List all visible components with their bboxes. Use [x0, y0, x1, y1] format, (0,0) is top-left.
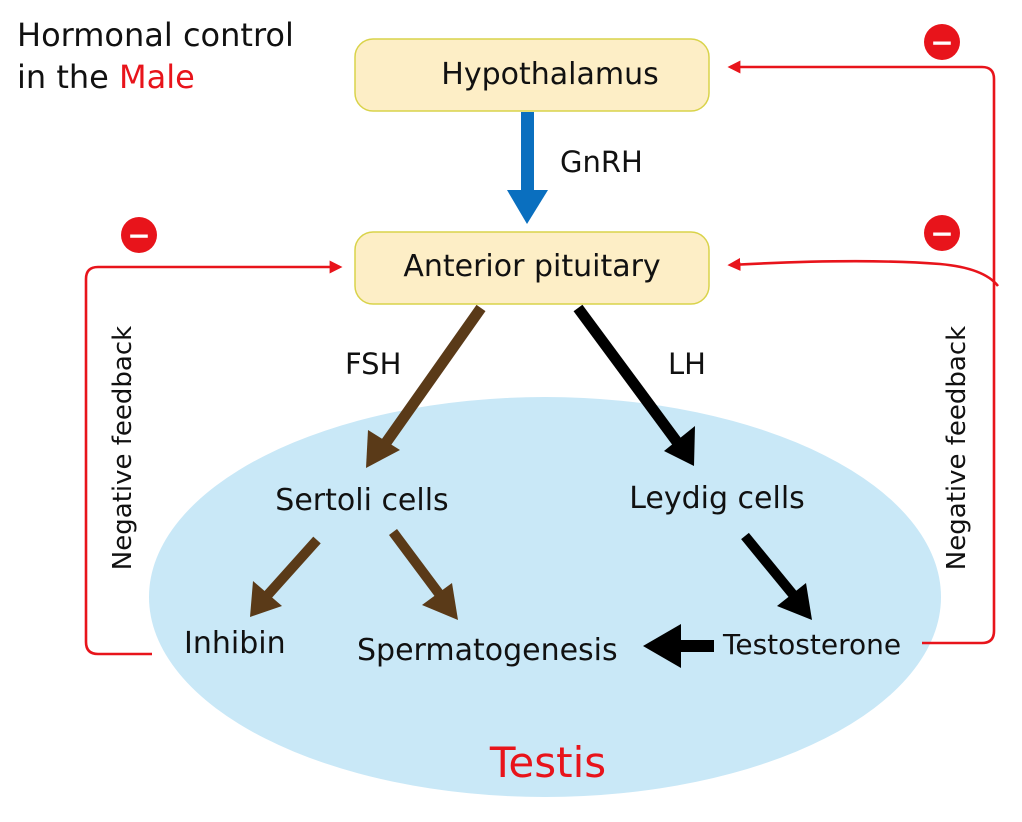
- sertoli-cells-label: Sertoli cells: [275, 483, 448, 518]
- sertoli-to-inhibin-arrow: [250, 536, 321, 617]
- lh-arrow: [573, 304, 695, 466]
- hypothalamus-label: Hypothalamus: [441, 57, 658, 92]
- gnrh-arrow: [507, 112, 548, 224]
- right-feedback-line-pituitary: [727, 257, 1000, 287]
- leydig-cells-label: Leydig cells: [629, 481, 805, 516]
- fsh-label: FSH: [345, 347, 401, 381]
- title-line-2-prefix: in the: [17, 58, 119, 96]
- testosterone-label: Testosterone: [722, 628, 901, 661]
- mid-right-minus-symbol: −: [930, 217, 953, 250]
- left-feedback-label: Negative feedback: [108, 326, 138, 570]
- spermatogenesis-label: Spermatogenesis: [357, 633, 618, 668]
- leydig-to-testosterone-arrow: [741, 532, 812, 620]
- left-minus-symbol: −: [127, 219, 150, 252]
- right-feedback-label: Negative feedback: [942, 326, 972, 570]
- testis-label: Testis: [489, 738, 606, 787]
- testis-region: [149, 397, 941, 797]
- title-line-2: in the Male: [17, 58, 195, 96]
- anterior-pituitary-label: Anterior pituitary: [403, 249, 660, 284]
- mid-right-minus-icon: −: [924, 215, 960, 251]
- left-feedback-line: [84, 260, 343, 656]
- fsh-arrow: [366, 304, 486, 468]
- sertoli-to-spermatogenesis-arrow: [388, 529, 458, 620]
- lh-label: LH: [668, 347, 706, 381]
- title-line-1: Hormonal control: [17, 16, 294, 54]
- left-minus-icon: −: [121, 217, 157, 253]
- inhibin-label: Inhibin: [184, 626, 286, 661]
- title-highlight-male: Male: [119, 58, 195, 96]
- gnrh-label: GnRH: [560, 145, 643, 179]
- top-right-minus-icon: −: [924, 24, 960, 60]
- hypothalamus-box: [354, 38, 710, 112]
- testosterone-to-spermatogenesis-arrow: [643, 624, 714, 668]
- right-feedback-line-hypothalamus: [727, 60, 996, 645]
- top-right-minus-symbol: −: [930, 26, 953, 59]
- anterior-pituitary-box: [354, 231, 710, 305]
